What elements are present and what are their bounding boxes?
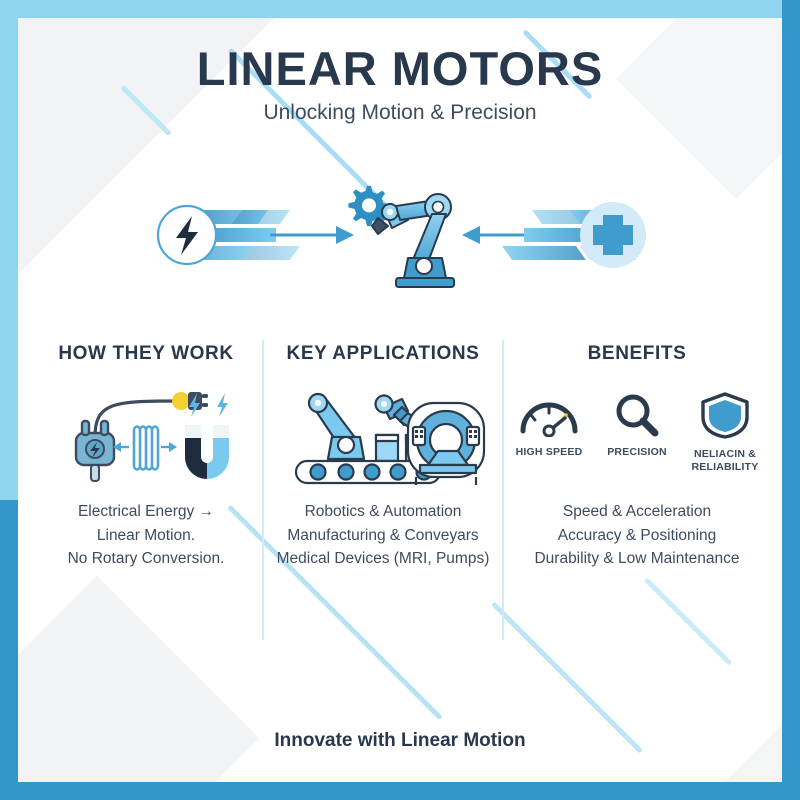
body-line: Manufacturing & Conveyars bbox=[287, 526, 479, 544]
arrow-right-icon bbox=[270, 226, 354, 244]
body-line: Electrical Energy → bbox=[77, 503, 215, 520]
column-title: KEY APPLICATIONS bbox=[286, 343, 480, 364]
benefit-label: HIGH SPEED bbox=[515, 445, 583, 458]
body-line: No Rotary Conversion. bbox=[67, 550, 225, 568]
body-line: Durability & Low Maintenance bbox=[534, 550, 740, 568]
benefit-label: PRECISION bbox=[607, 445, 667, 458]
plus-icon bbox=[580, 202, 646, 268]
page-subtitle: Unlocking Motion & Precision bbox=[263, 100, 537, 124]
body-line: Medical Devices (MRI, Pumps) bbox=[276, 550, 490, 568]
body-line: Speed & Acceleration bbox=[562, 503, 712, 520]
corner-accent-bottom-left bbox=[0, 500, 18, 800]
column-how-they-work: HOW THEY WORK bbox=[30, 340, 262, 640]
poster-header: LINEAR MOTORS Unlocking Motion & Precisi… bbox=[0, 44, 800, 125]
column-key-applications: KEY APPLICATIONS bbox=[262, 340, 502, 640]
footer-tagline: Innovate with Linear Motion bbox=[274, 730, 526, 751]
benefit-reliability: NELIACIN & RELIABILITY bbox=[688, 391, 762, 474]
gear-icon bbox=[348, 186, 390, 226]
body-line: Linear Motion. bbox=[96, 526, 196, 544]
benefit-label: NELIACIN & RELIABILITY bbox=[691, 447, 759, 473]
column-title: HOW THEY WORK bbox=[58, 343, 234, 364]
lightning-bolt-icon bbox=[156, 204, 218, 266]
corner-accent-bottom-left-bar bbox=[0, 782, 260, 800]
column-body: Robotics & Automation Manufacturing & Co… bbox=[277, 500, 490, 571]
body-line: Robotics & Automation bbox=[304, 503, 462, 520]
benefit-high-speed: HIGH SPEED bbox=[512, 391, 586, 459]
hero-illustration bbox=[150, 178, 650, 290]
benefit-precision: PRECISION bbox=[600, 391, 674, 459]
plug-coil-magnet-icon bbox=[38, 365, 254, 500]
page-title: LINEAR MOTORS bbox=[196, 42, 604, 95]
column-title: BENEFITS bbox=[587, 343, 687, 364]
body-line: Accuracy & Positioning bbox=[557, 526, 717, 544]
column-benefits: BENEFITS HIGH SPEED bbox=[502, 340, 770, 640]
robot-conveyor-mri-icon bbox=[272, 365, 494, 500]
column-body: Electrical Energy → Linear Motion. No Ro… bbox=[68, 500, 225, 571]
column-body: Speed & Acceleration Accuracy & Position… bbox=[534, 500, 739, 571]
columns-section: HOW THEY WORK bbox=[30, 340, 770, 640]
benefit-icons-group: HIGH SPEED PRECISION bbox=[512, 365, 762, 500]
robot-arm-icon bbox=[371, 193, 455, 288]
